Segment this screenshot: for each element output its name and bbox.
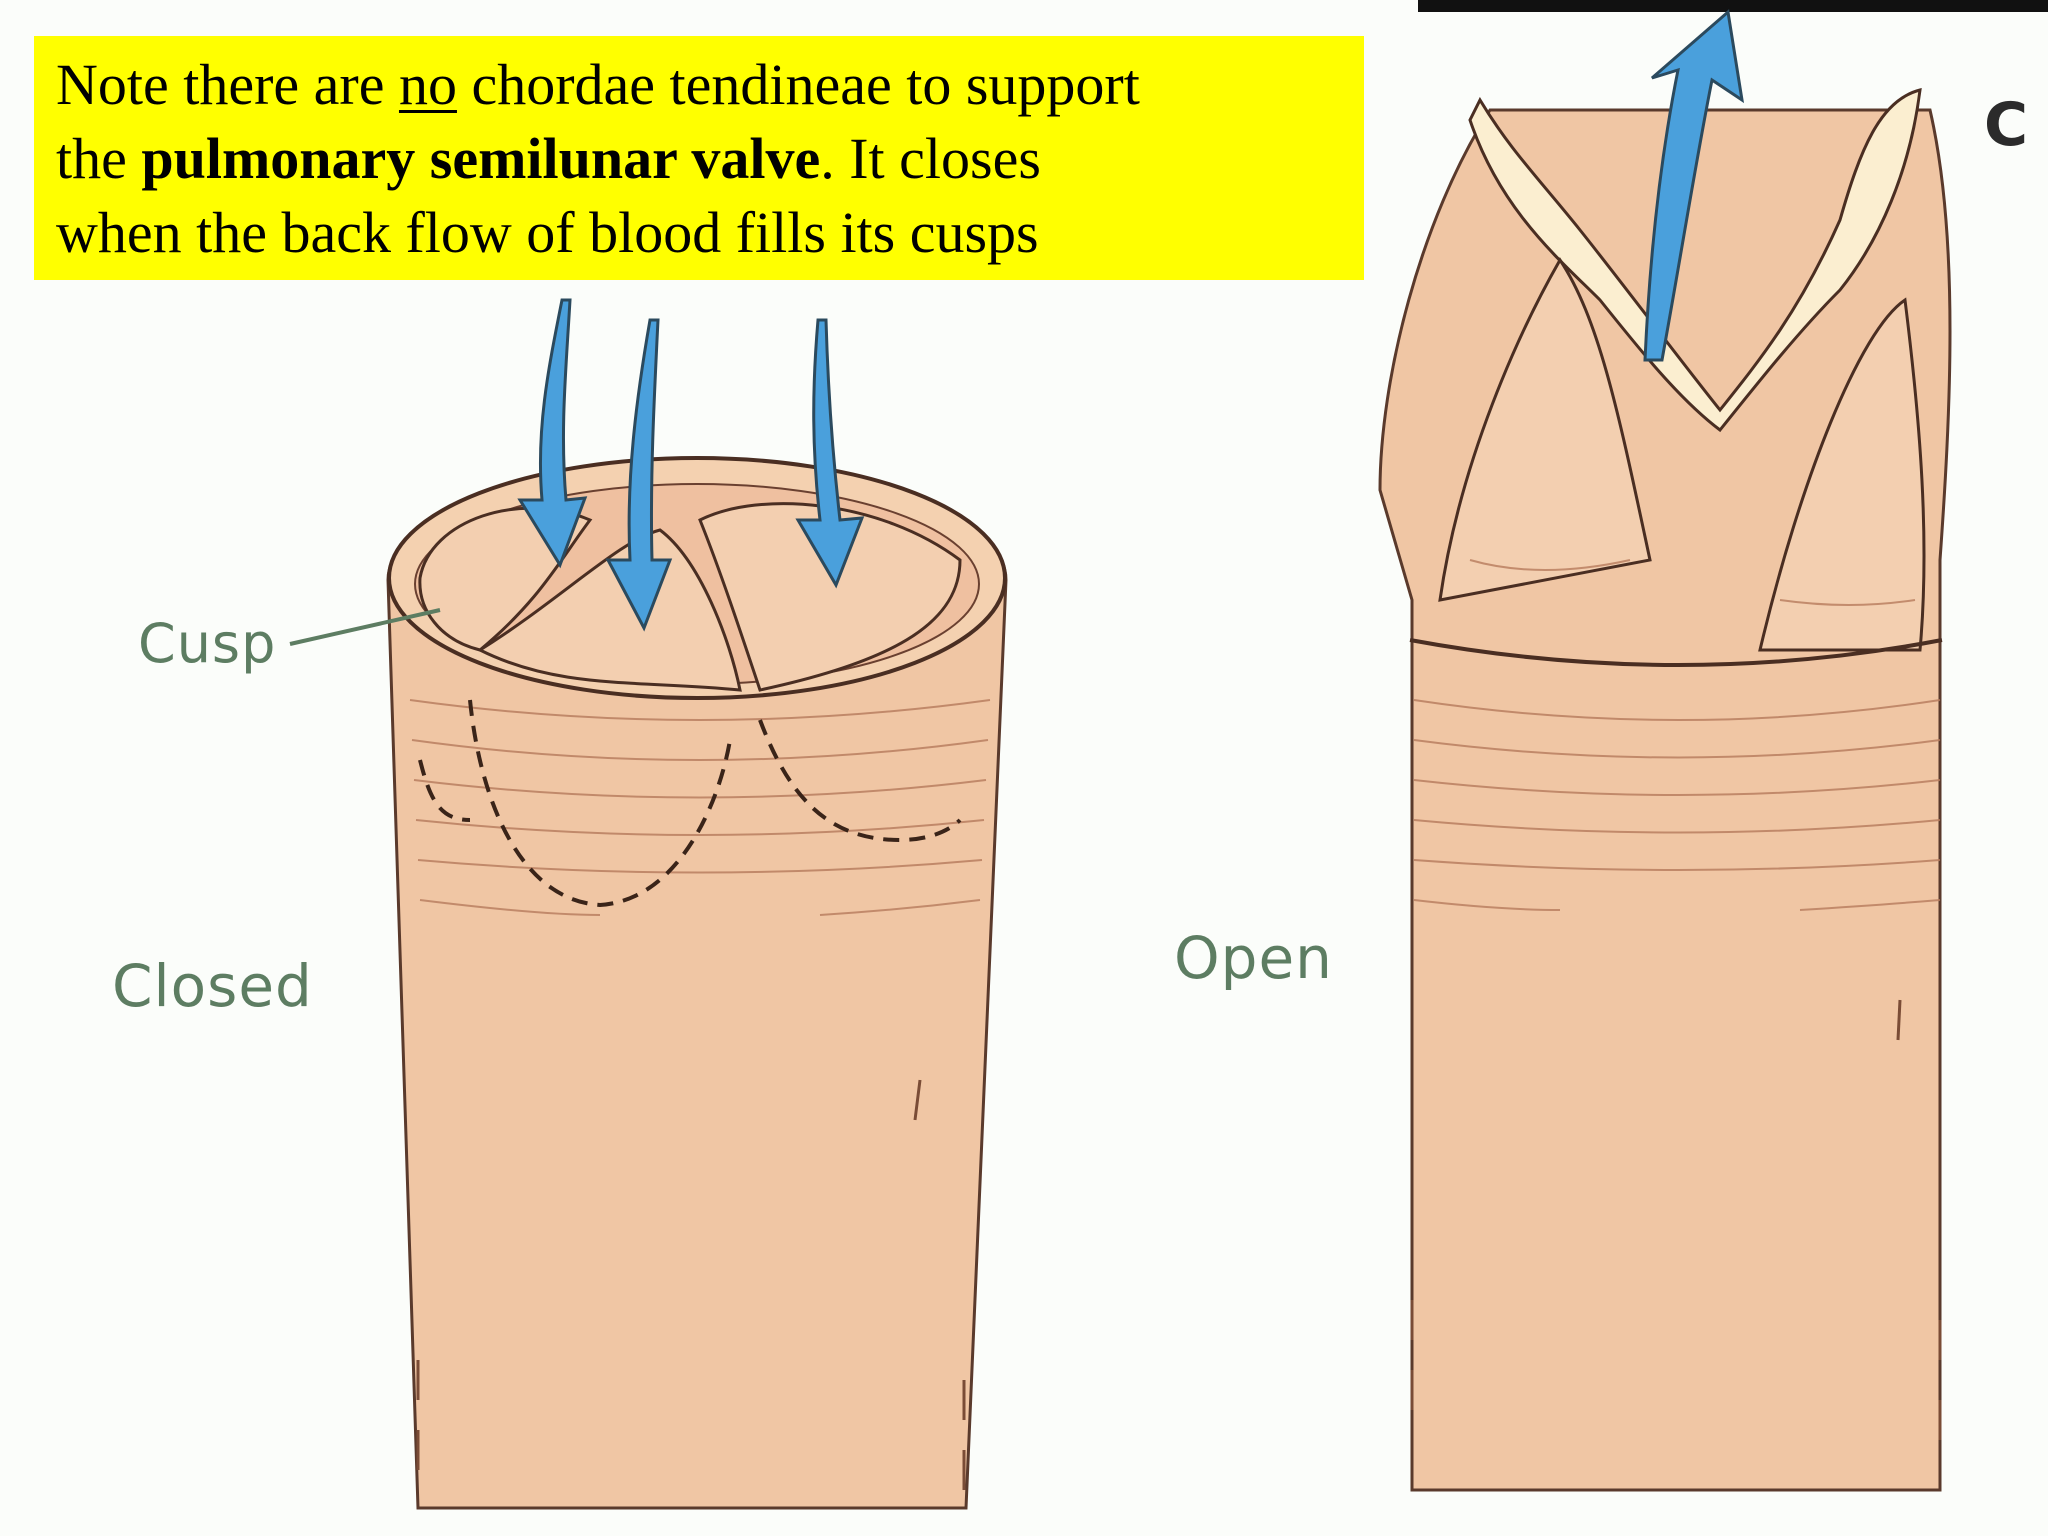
closed-cusp-middle [476,528,742,692]
open-cusp-left [1438,257,1652,602]
closed-label: Closed [112,952,313,1020]
note-valve-name: pulmonary semilunar valve [141,126,821,191]
backflow-arrow-right [795,318,865,589]
note-line-1-start: Note there are [56,52,399,117]
closed-cusp-right [698,502,962,692]
backflow-arrow-middle [605,318,673,632]
cusp-leader-line [289,608,441,646]
note-line-2-end: . It closes [820,126,1041,191]
open-valve-vessel [1378,88,1952,1492]
top-edge-bar [1418,0,2048,12]
note-emphasis-no: no [398,52,457,117]
panel-letter: C [1984,90,2030,160]
forward-flow-arrow [1643,9,1745,362]
open-label: Open [1174,924,1333,992]
note-line-1: Note there are no chordae tendineae to s… [56,48,1342,122]
cusp-label: Cusp [138,612,277,675]
note-line-1-end: chordae tendineae to support [456,52,1140,117]
note-callout: Note there are no chordae tendineae to s… [34,36,1364,280]
backflow-arrows [517,298,865,632]
note-line-3: when the back flow of blood fills its cu… [56,200,1039,265]
open-cusp-right [1758,297,1926,652]
backflow-arrow-left [517,298,588,569]
note-line-2: the pulmonary semilunar valve. It closes [56,122,1342,196]
note-line-2-start: the [56,126,142,191]
